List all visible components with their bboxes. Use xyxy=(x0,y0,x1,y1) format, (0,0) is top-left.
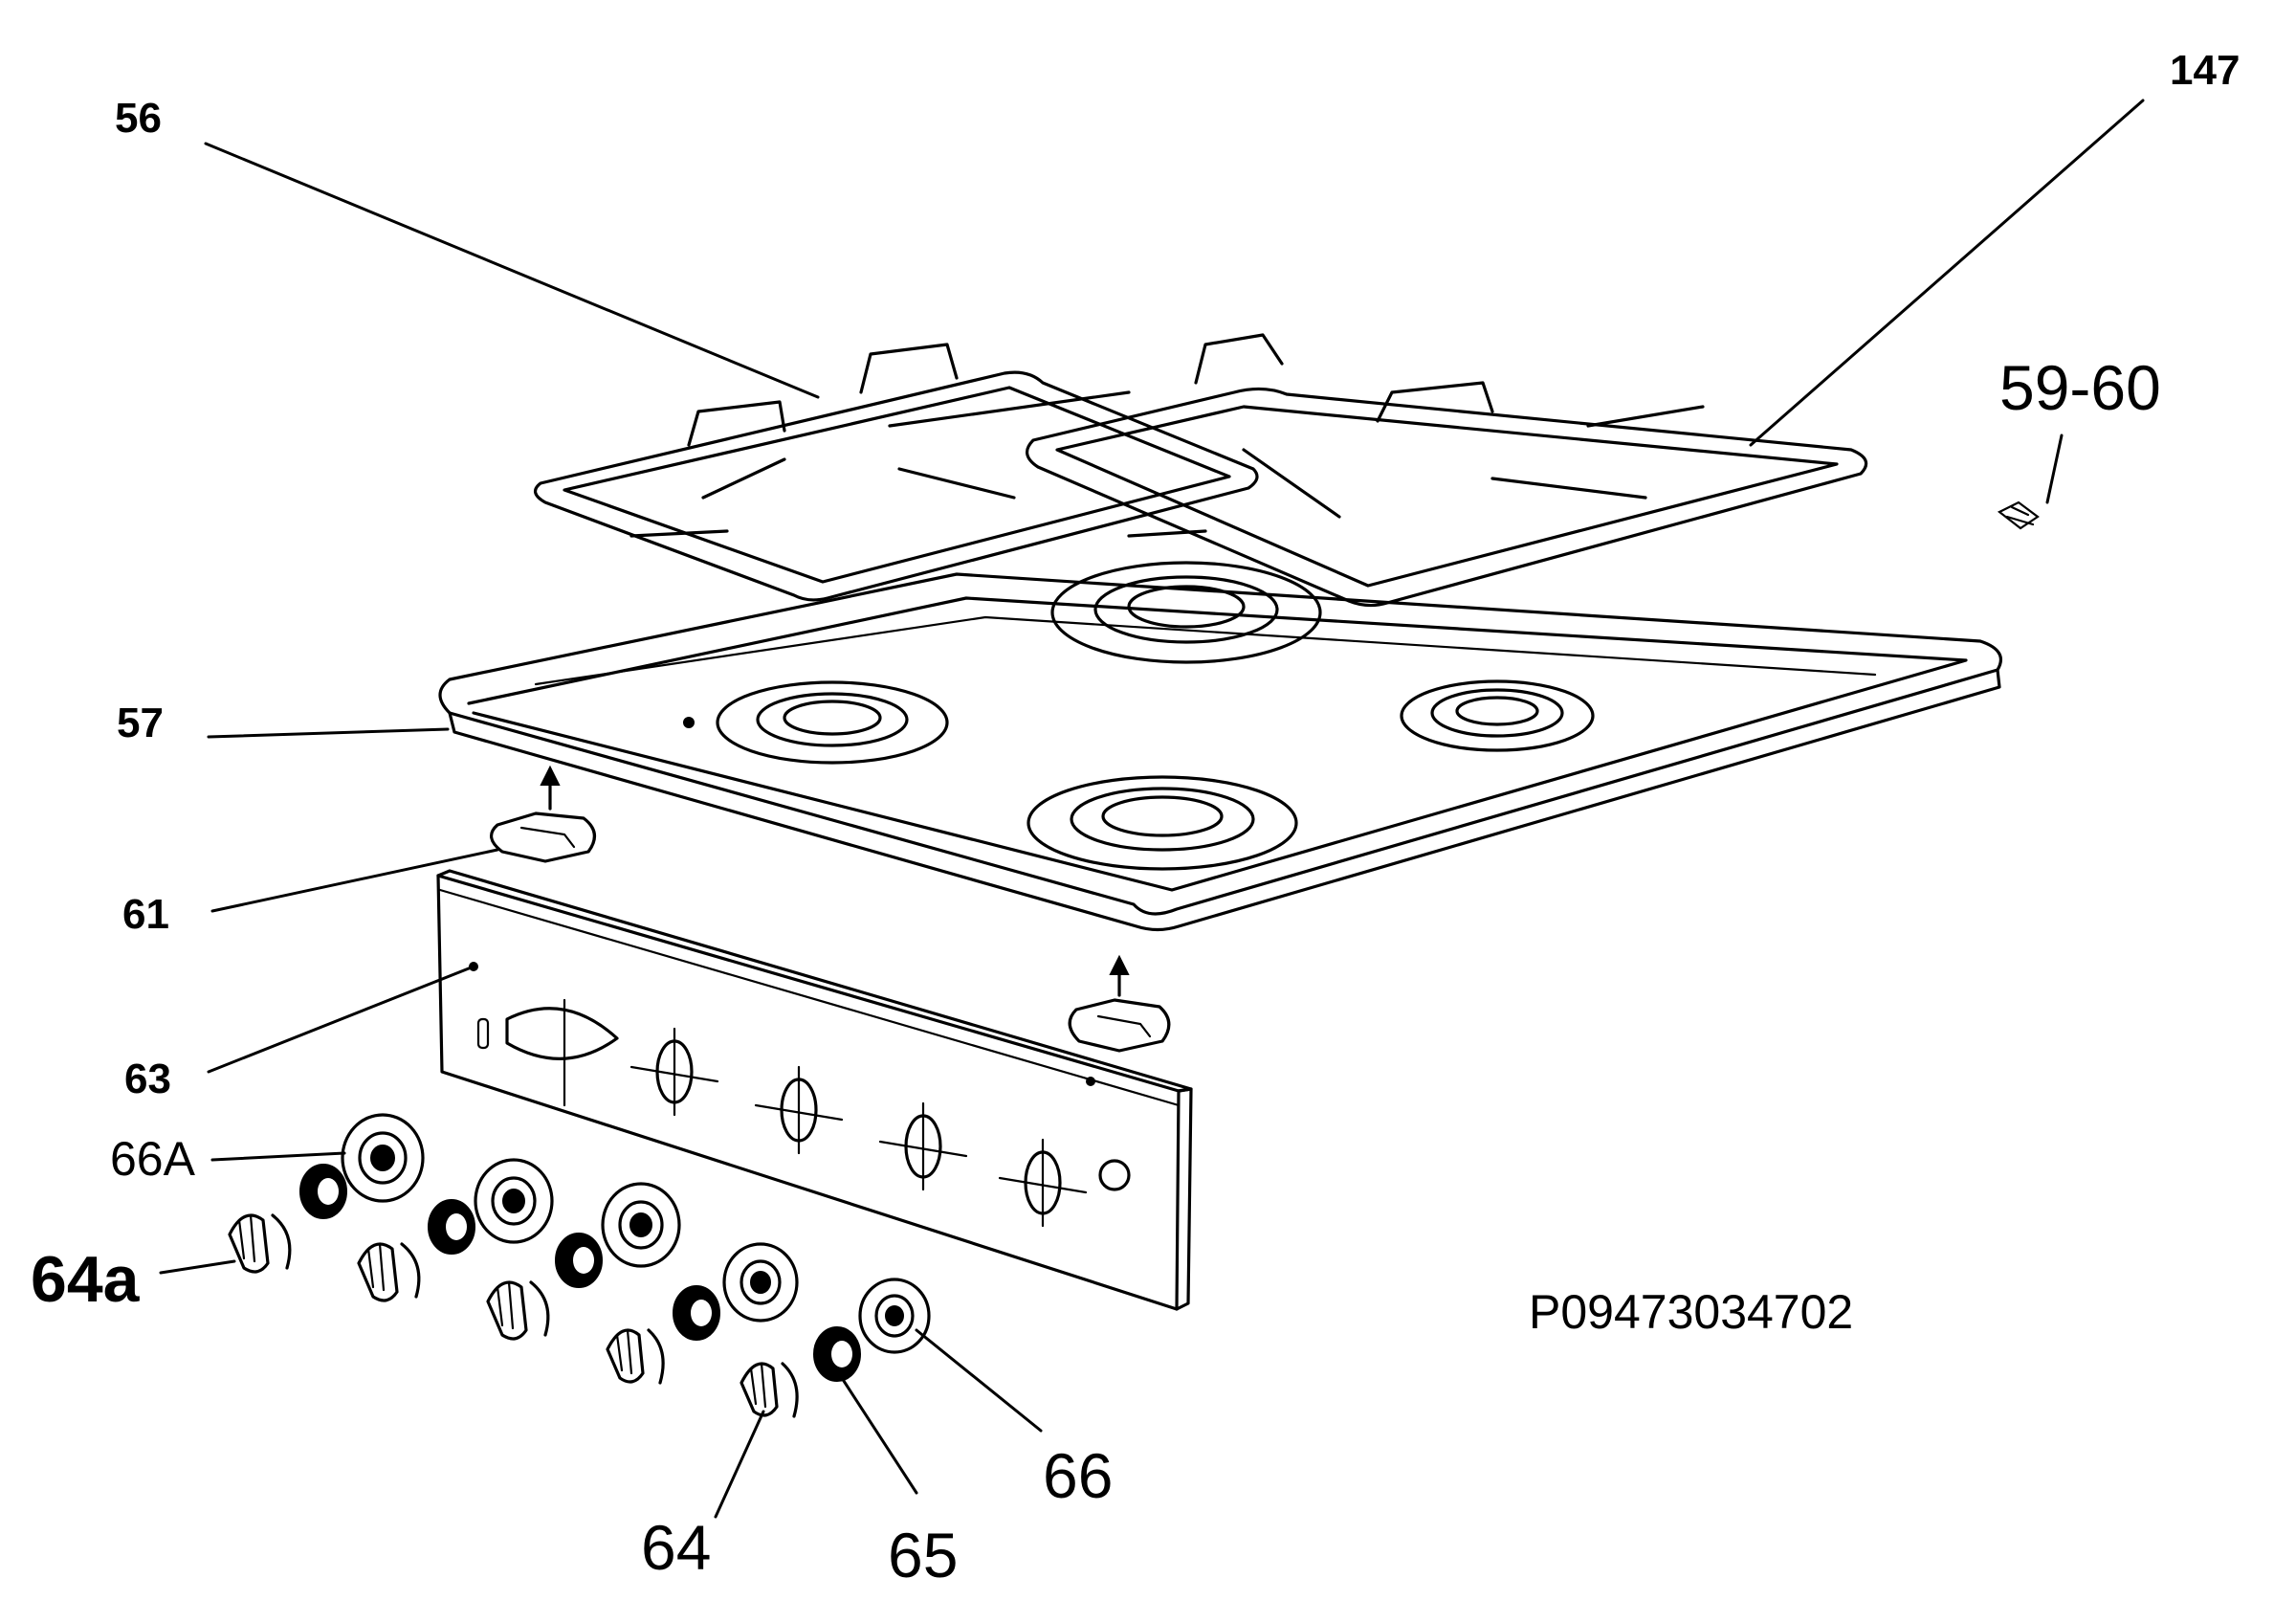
bezel-66a xyxy=(341,1113,425,1203)
callout-66: 66 xyxy=(1043,1440,1113,1511)
knob-marking-2 xyxy=(754,1065,844,1155)
bezel-2 xyxy=(474,1158,554,1244)
indicator-lamp xyxy=(476,1017,490,1050)
burner-front-centre xyxy=(1027,775,1298,871)
leader-56 xyxy=(204,142,820,399)
leader-57 xyxy=(207,727,450,739)
leader-65 xyxy=(840,1376,918,1495)
clip-left xyxy=(490,765,596,863)
clip-right xyxy=(1068,954,1171,1053)
callout-56: 56 xyxy=(115,95,162,142)
spacer-65 xyxy=(813,1326,861,1382)
callout-66a: 66A xyxy=(110,1132,196,1186)
knob-set xyxy=(228,1113,931,1418)
knob-3 xyxy=(486,1280,550,1341)
bezel-66 xyxy=(858,1278,931,1354)
control-panel xyxy=(436,869,1193,1311)
bezel-3 xyxy=(601,1182,681,1268)
callout-labels: 56 147 59-60 57 61 63 66A 64a 64 65 66 P… xyxy=(31,47,2240,1590)
knob-marking-4 xyxy=(998,1138,1088,1228)
burner-rear-wok xyxy=(1050,561,1322,664)
callout-147: 147 xyxy=(2170,47,2240,94)
callout-64: 64 xyxy=(641,1512,711,1583)
leader-63 xyxy=(207,965,475,1074)
callout-59-60: 59-60 xyxy=(1999,352,2161,423)
knob-marking-3 xyxy=(878,1101,968,1191)
leader-64 xyxy=(714,1410,765,1519)
burner-right xyxy=(1400,679,1595,752)
pan-support-left xyxy=(534,343,1259,602)
burner-front-left xyxy=(716,680,949,765)
ignition-button-hole xyxy=(1098,1159,1131,1191)
leader-59-60 xyxy=(2045,434,2064,504)
spacer-2 xyxy=(428,1199,475,1255)
diagram-reference-code: P09473034702 xyxy=(1529,1285,1853,1339)
leader-64a xyxy=(159,1259,236,1275)
spacer-1 xyxy=(299,1164,347,1219)
hob-screw-hole xyxy=(683,717,695,728)
knob-4 xyxy=(606,1328,665,1385)
leader-66a xyxy=(210,1151,346,1162)
knob-marking-1 xyxy=(629,1027,719,1117)
callout-63: 63 xyxy=(124,1056,171,1102)
knob-64 xyxy=(740,1362,799,1418)
callout-61: 61 xyxy=(122,891,169,938)
leader-61 xyxy=(210,848,499,913)
knob-64a xyxy=(228,1213,292,1274)
callout-64a: 64a xyxy=(31,1243,141,1316)
leader-lines xyxy=(159,99,2145,1519)
callout-57: 57 xyxy=(117,700,164,746)
spacer-3 xyxy=(555,1233,603,1288)
pan-support-right xyxy=(1026,333,1868,608)
leader-66 xyxy=(915,1328,1043,1433)
callout-65: 65 xyxy=(888,1520,958,1590)
oven-dial-symbol xyxy=(505,1007,619,1060)
leader-147 xyxy=(1749,99,2145,447)
hob-top-plate xyxy=(438,572,2002,932)
knob-2 xyxy=(357,1242,421,1302)
bezel-4 xyxy=(722,1242,799,1323)
fixing-screws xyxy=(1997,500,2040,530)
spacer-4 xyxy=(673,1285,720,1341)
